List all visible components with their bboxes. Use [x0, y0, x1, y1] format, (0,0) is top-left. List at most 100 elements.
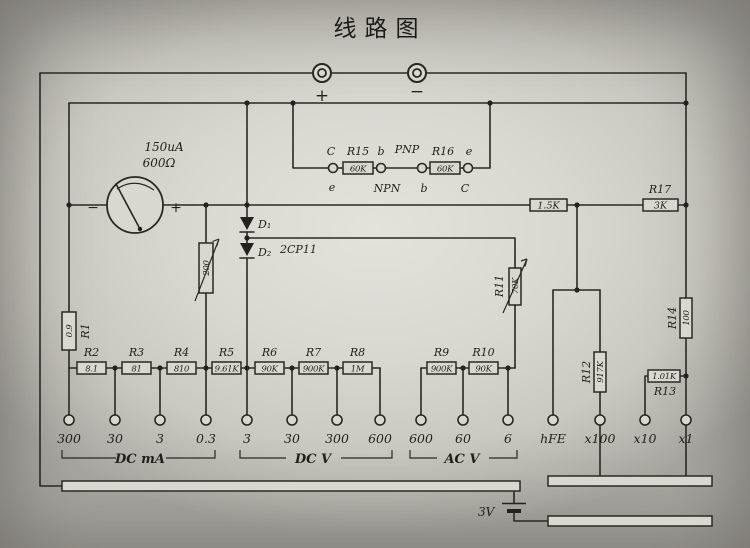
meter-current-rating: 150uA [144, 140, 184, 154]
resistor-r4-value: 810 [174, 365, 190, 375]
terminal-acv-6 [502, 414, 514, 426]
socket-hole [462, 162, 474, 174]
potentiometer-value: 200 [202, 259, 212, 276]
resistor-r14-label: R14 [666, 307, 679, 330]
battery-3v: 3V [478, 502, 526, 519]
terminal-label: 6 [504, 431, 512, 446]
battery-label: 3V [478, 505, 496, 519]
terminal-dcma-300 [63, 414, 75, 426]
terminal-label: x10 [634, 431, 657, 446]
resistor-r12-box [593, 351, 607, 393]
switch-bar-left [61, 480, 521, 492]
resistor-r7-label: R7 [305, 346, 321, 359]
socket-hole [327, 162, 339, 174]
resistor-r2-label: R2 [83, 346, 99, 359]
resistor-r7-value: 900K [303, 365, 325, 375]
resistor-r13-box [647, 369, 681, 383]
tester-e1-label: e [329, 181, 336, 194]
terminal-label: 30 [107, 431, 123, 446]
resistor-r16-box [429, 161, 461, 175]
terminal-dcma-30 [109, 414, 121, 426]
terminal-label: x1 [678, 431, 693, 446]
wiper-arrow [502, 258, 528, 314]
resistor-r13-label: R13 [653, 385, 676, 398]
resistor-r17-box [642, 198, 679, 212]
meter-minus-sign: − [87, 200, 99, 216]
wiper-arrow [194, 238, 220, 302]
potentiometer-200: 200 [194, 238, 220, 302]
terminal-label: x100 [585, 431, 616, 446]
resistor-r8-box [342, 361, 373, 375]
terminal-label: 3 [243, 431, 251, 446]
tester-b1-label: b [377, 145, 384, 158]
terminal-hfe [547, 414, 559, 426]
meter-needle [115, 183, 141, 230]
resistor-r16-label: R16 [431, 145, 454, 158]
terminal-dcma-3 [154, 414, 166, 426]
diode-d2 [239, 243, 255, 259]
meter-resistance-rating: 600Ω [143, 156, 176, 170]
resistor-r6-label: R6 [261, 346, 277, 359]
negative-jack-label: − [410, 82, 424, 102]
range-group-brackets: DC mA DC V AC V [61, 450, 518, 467]
terminal-label: 300 [57, 431, 81, 446]
tester-pnp-label: PNP [394, 143, 420, 156]
resistor-r11-value: 70K [511, 277, 521, 294]
tester-npn-label: NPN [373, 182, 401, 195]
resistor-r9-value: 900K [431, 365, 453, 375]
resistor-r7-box [298, 361, 329, 375]
switch-bar-right-upper [547, 475, 713, 487]
resistor-r1-box [61, 311, 77, 351]
resistor-chain: R2 8.1 R3 81 R4 810 R5 9.61K R6 90K R7 9… [76, 346, 499, 375]
terminal-x1 [680, 414, 692, 426]
resistor-r10-label: R10 [471, 346, 494, 359]
diode-d2-label: D₂ [257, 246, 271, 259]
negative-jack: − [407, 63, 427, 102]
terminal-label: hFE [540, 431, 566, 446]
diode-d1 [239, 217, 255, 233]
resistor-r3-value: 81 [131, 365, 141, 375]
resistor-r17-value: 3K [654, 201, 668, 212]
diode-type-label: 2CP11 [279, 243, 317, 256]
resistor-r9-box [426, 361, 457, 375]
resistor-r9-label: R9 [433, 346, 449, 359]
meter-scale-arc [116, 182, 155, 191]
group-label-dcv: DC V [294, 452, 333, 467]
terminal-acv-600 [415, 414, 427, 426]
resistor-r8-label: R8 [349, 346, 365, 359]
terminal-label: 3 [156, 431, 164, 446]
galvanometer: 150uA 600Ω − + [87, 140, 184, 234]
resistor-r12-label: R12 [580, 361, 593, 384]
tester-c2-label: C [461, 182, 470, 195]
resistor-r10-value: 90K [475, 365, 492, 375]
resistor-r1-label: R1 [79, 323, 92, 339]
terminal-label: 30 [284, 431, 300, 446]
terminal-dcv-3 [241, 414, 253, 426]
resistor-r14-value: 100 [682, 309, 692, 325]
transistor-tester: 60K 60K C R15 b PNP e NPN R16 e b C [327, 143, 474, 195]
resistor-r14-box [679, 297, 693, 339]
group-label-dcma: DC mA [114, 452, 165, 467]
resistor-r17-label: R17 [648, 183, 671, 196]
socket-hole [375, 162, 387, 174]
terminal-label: 0.3 [196, 431, 216, 446]
resistor-r6-box [254, 361, 285, 375]
resistor-r3-box [121, 361, 152, 375]
wires [39, 72, 687, 522]
tester-e2-label: e [466, 145, 473, 158]
resistor-r10-box [468, 361, 499, 375]
resistor-r11: 70K R11 [493, 258, 528, 314]
terminal-label: 300 [325, 431, 349, 446]
resistor-r13-value: 1.01K [652, 372, 677, 382]
resistor-r4-label: R4 [173, 346, 189, 359]
group-label-acv: AC V [442, 452, 481, 467]
resistor-r1-value: 0.9 [65, 324, 75, 338]
resistor-r5-value: 9.61K [215, 365, 240, 375]
resistor-r5-label: R5 [218, 346, 234, 359]
resistor-r15-value: 60K [350, 165, 367, 175]
terminal-dcv-30 [286, 414, 298, 426]
meter-plus-sign: + [170, 200, 182, 216]
